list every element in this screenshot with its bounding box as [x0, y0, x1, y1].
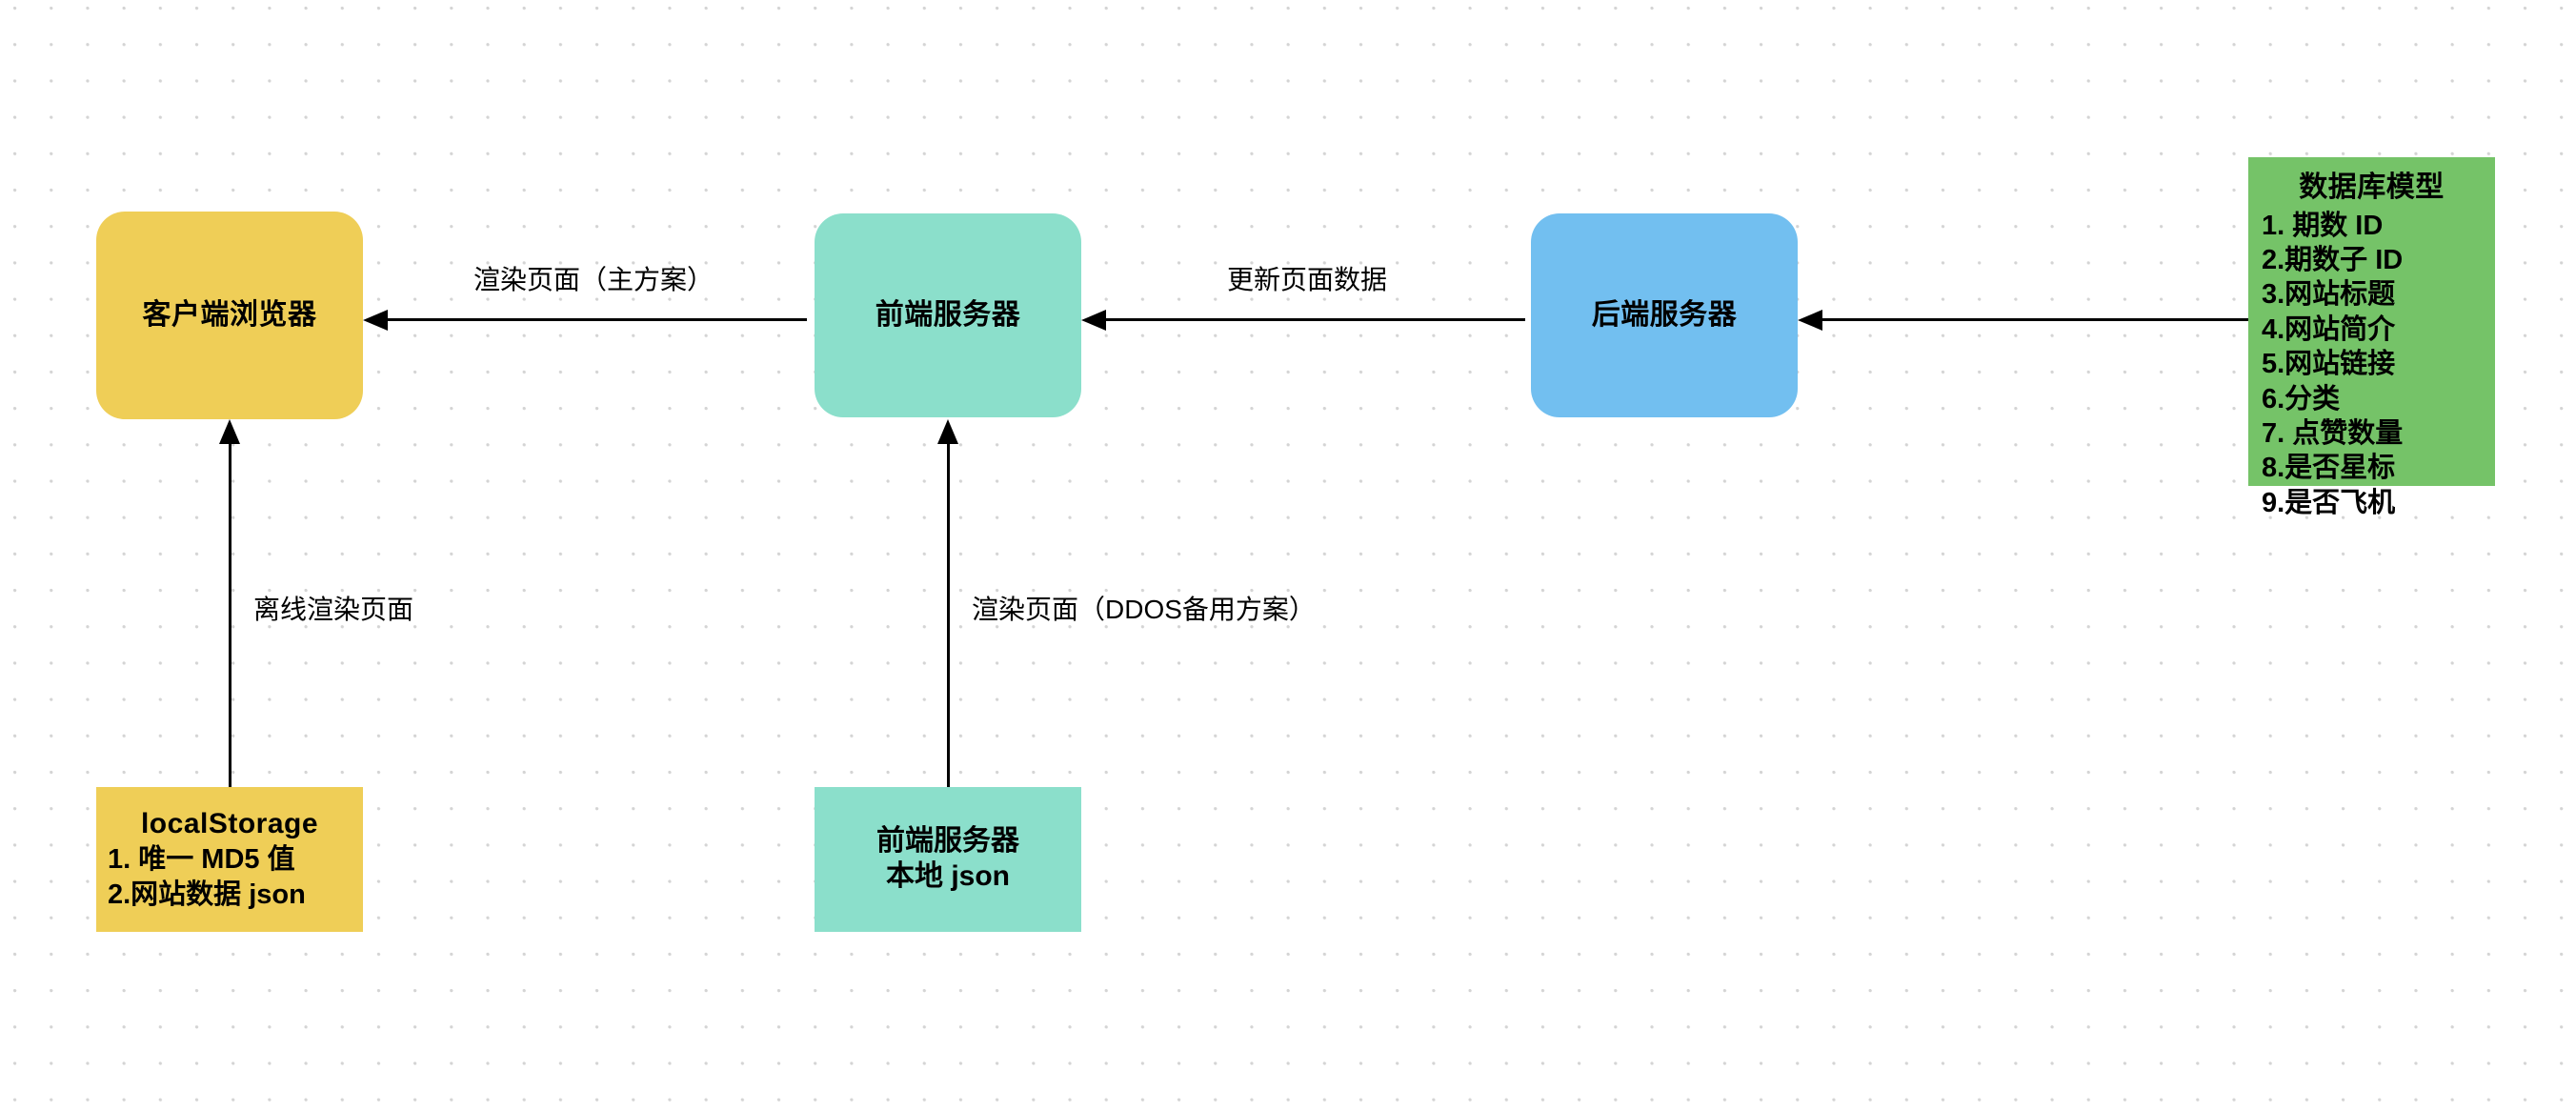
node-database-model[interactable]: 数据库模型 1. 期数 ID 2.期数子 ID 3.网站标题 4.网站简介 5.…	[2248, 157, 2495, 518]
node-database-model-field-list: 1. 期数 ID 2.期数子 ID 3.网站标题 4.网站简介 5.网站链接 6…	[2248, 209, 2403, 521]
node-localstorage[interactable]: localStorage 1. 唯一 MD5 值 2.网站数据 json	[96, 787, 363, 932]
edge-database-to-backend-arrowhead	[1798, 310, 1822, 331]
node-frontend-server-local-json[interactable]: 前端服务器 本地 json	[815, 787, 1081, 932]
edge-frontendlocal-to-frontend-line	[947, 442, 950, 787]
list-item: 4.网站简介	[2262, 313, 2396, 345]
node-frontend-server-label: 前端服务器	[875, 298, 1021, 331]
list-item: 2.网站数据 json	[108, 879, 306, 910]
node-localstorage-title: localStorage	[140, 807, 319, 839]
edge-backend-to-frontend-line	[1106, 318, 1525, 321]
list-item: 1. 唯一 MD5 值	[108, 844, 295, 876]
edge-localstorage-to-client-line	[229, 442, 231, 787]
list-item: 5.网站链接	[2262, 349, 2396, 380]
edge-localstorage-to-client-arrowhead	[219, 419, 240, 444]
node-backend-server[interactable]: 后端服务器	[1531, 213, 1798, 417]
list-item: 7. 点赞数量	[2262, 417, 2404, 449]
node-client-browser[interactable]: 客户端浏览器	[96, 212, 363, 419]
list-item: 2.期数子 ID	[2262, 244, 2404, 275]
edge-label-render-page-main: 渲染页面（主方案）	[473, 265, 714, 294]
list-item: 9.是否飞机	[2262, 487, 2396, 518]
node-database-model-title: 数据库模型	[2299, 172, 2445, 203]
edge-frontend-to-client-arrowhead	[363, 310, 388, 331]
edge-backend-to-frontend-arrowhead	[1081, 310, 1106, 331]
node-frontend-server[interactable]: 前端服务器	[815, 213, 1081, 417]
node-frontend-server-local-json-line1: 前端服务器	[876, 825, 1019, 858]
edge-frontendlocal-to-frontend-arrowhead	[937, 419, 958, 444]
list-item: 3.网站标题	[2262, 279, 2396, 311]
list-item: 8.是否星标	[2262, 453, 2396, 484]
node-localstorage-field-list: 1. 唯一 MD5 值 2.网站数据 json	[96, 842, 306, 912]
node-backend-server-label: 后端服务器	[1591, 298, 1738, 331]
edge-label-render-page-ddos-backup: 渲染页面（DDOS备用方案）	[972, 595, 1316, 624]
edge-frontend-to-client-line	[388, 318, 807, 321]
node-client-browser-label: 客户端浏览器	[142, 298, 317, 331]
node-frontend-server-local-json-line2: 本地 json	[885, 860, 1010, 892]
edge-label-offline-render-page: 离线渲染页面	[253, 595, 414, 624]
list-item: 6.分类	[2262, 383, 2341, 414]
edge-database-to-backend-line	[1822, 318, 2248, 321]
edge-label-update-page-data: 更新页面数据	[1227, 265, 1388, 294]
list-item: 1. 期数 ID	[2262, 210, 2384, 241]
